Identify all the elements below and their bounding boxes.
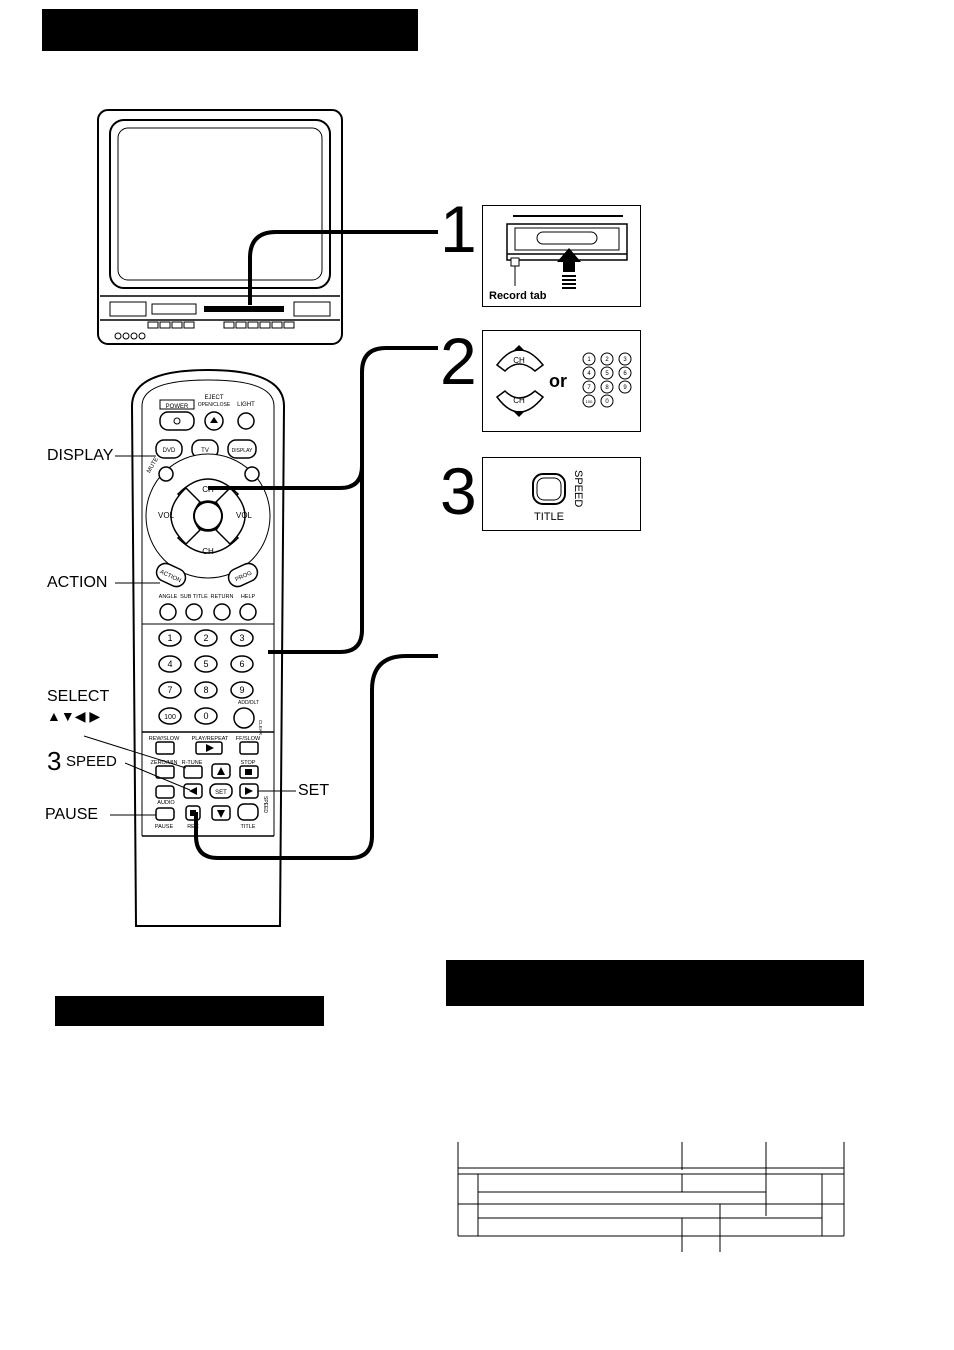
svg-text:SPEED: SPEED bbox=[262, 796, 268, 813]
svg-text:TV: TV bbox=[201, 448, 209, 454]
channel-select-illustration: CH CH 1 2 3 4 5 6 7 8 9 100 0 bbox=[495, 345, 632, 417]
tv-vcr-illustration bbox=[97, 109, 343, 345]
svg-text:REW/SLOW: REW/SLOW bbox=[149, 736, 180, 742]
svg-text:2: 2 bbox=[605, 357, 609, 363]
speed-step-number: 3 bbox=[47, 746, 62, 776]
svg-text:POWER: POWER bbox=[166, 404, 189, 410]
svg-text:2: 2 bbox=[203, 633, 208, 643]
select-label: SELECT bbox=[47, 688, 110, 705]
action-label: ACTION bbox=[47, 574, 108, 591]
svg-text:FF/SLOW: FF/SLOW bbox=[236, 736, 261, 742]
svg-text:CH: CH bbox=[513, 356, 525, 365]
svg-text:4: 4 bbox=[587, 371, 591, 377]
svg-text:0: 0 bbox=[605, 399, 609, 405]
svg-text:OPEN/CLOSE: OPEN/CLOSE bbox=[198, 402, 231, 408]
svg-text:VOL: VOL bbox=[158, 511, 175, 520]
svg-text:DISPLAY: DISPLAY bbox=[232, 448, 253, 454]
svg-text:3: 3 bbox=[239, 633, 244, 643]
display-label: DISPLAY bbox=[47, 447, 114, 464]
table-outline bbox=[457, 1142, 845, 1252]
svg-text:7: 7 bbox=[587, 385, 591, 391]
step-2-number: 2 bbox=[440, 324, 477, 398]
svg-text:ANGLE: ANGLE bbox=[159, 594, 178, 600]
svg-text:9: 9 bbox=[239, 685, 244, 695]
svg-text:3: 3 bbox=[623, 357, 627, 363]
svg-text:CLEAR: CLEAR bbox=[258, 720, 263, 736]
svg-text:STOP: STOP bbox=[241, 760, 256, 766]
header-bar-left bbox=[55, 996, 324, 1026]
step-3-panel: TITLE SPEED bbox=[482, 457, 641, 531]
svg-text:SPEED: SPEED bbox=[572, 470, 584, 507]
svg-text:SET: SET bbox=[215, 790, 227, 796]
header-bar-right bbox=[446, 960, 864, 1006]
svg-text:VOL: VOL bbox=[236, 511, 253, 520]
svg-text:SUB TITLE: SUB TITLE bbox=[180, 594, 208, 600]
svg-text:AUDIO: AUDIO bbox=[157, 800, 175, 806]
svg-text:PAUSE: PAUSE bbox=[155, 824, 174, 830]
svg-text:0: 0 bbox=[203, 711, 208, 721]
speed-label: SPEED bbox=[66, 753, 117, 770]
svg-text:100: 100 bbox=[164, 714, 176, 721]
step-1-panel: Record tab bbox=[482, 205, 641, 307]
svg-text:100: 100 bbox=[586, 399, 593, 404]
step-2-panel: CH CH 1 2 3 4 5 6 7 8 9 100 0 or bbox=[482, 330, 641, 432]
svg-text:RETURN: RETURN bbox=[211, 594, 234, 600]
header-bar-top bbox=[42, 9, 418, 51]
svg-text:R-TUNE: R-TUNE bbox=[182, 760, 203, 766]
svg-text:8: 8 bbox=[605, 385, 609, 391]
or-label: or bbox=[549, 371, 567, 391]
svg-text:DVD: DVD bbox=[163, 448, 176, 454]
svg-text:ADD/DLT: ADD/DLT bbox=[238, 700, 259, 706]
record-tab-label: Record tab bbox=[489, 290, 547, 302]
set-label: SET bbox=[298, 782, 330, 799]
pause-label: PAUSE bbox=[45, 806, 99, 823]
svg-text:5: 5 bbox=[203, 659, 208, 669]
svg-text:EJECT: EJECT bbox=[204, 395, 223, 401]
svg-text:7: 7 bbox=[167, 685, 172, 695]
svg-text:HELP: HELP bbox=[241, 594, 256, 600]
svg-text:6: 6 bbox=[623, 371, 627, 377]
select-arrows-label: ▲▼◀ ▶ bbox=[47, 708, 101, 724]
speed-button-illustration: TITLE SPEED bbox=[532, 470, 584, 523]
svg-text:1: 1 bbox=[167, 633, 172, 643]
step-3-number: 3 bbox=[440, 454, 477, 528]
svg-text:PLAY/REPEAT: PLAY/REPEAT bbox=[192, 736, 229, 742]
svg-text:TITLE: TITLE bbox=[241, 824, 256, 830]
svg-text:4: 4 bbox=[167, 659, 172, 669]
svg-text:LIGHT: LIGHT bbox=[237, 402, 255, 408]
svg-text:9: 9 bbox=[623, 385, 627, 391]
svg-text:TITLE: TITLE bbox=[534, 511, 564, 523]
svg-text:1: 1 bbox=[587, 357, 591, 363]
svg-text:REC: REC bbox=[187, 824, 199, 830]
cassette-illustration bbox=[506, 215, 628, 289]
step-1-number: 1 bbox=[440, 192, 477, 266]
remote-control-illustration: POWER EJECT OPEN/CLOSE LIGHT DVD TV DISP… bbox=[130, 368, 286, 927]
svg-text:5: 5 bbox=[605, 371, 609, 377]
svg-text:CH: CH bbox=[202, 547, 214, 556]
svg-text:CH: CH bbox=[513, 396, 525, 405]
svg-text:ZERO/MIN: ZERO/MIN bbox=[151, 760, 178, 766]
svg-text:8: 8 bbox=[203, 685, 208, 695]
svg-text:6: 6 bbox=[239, 659, 244, 669]
